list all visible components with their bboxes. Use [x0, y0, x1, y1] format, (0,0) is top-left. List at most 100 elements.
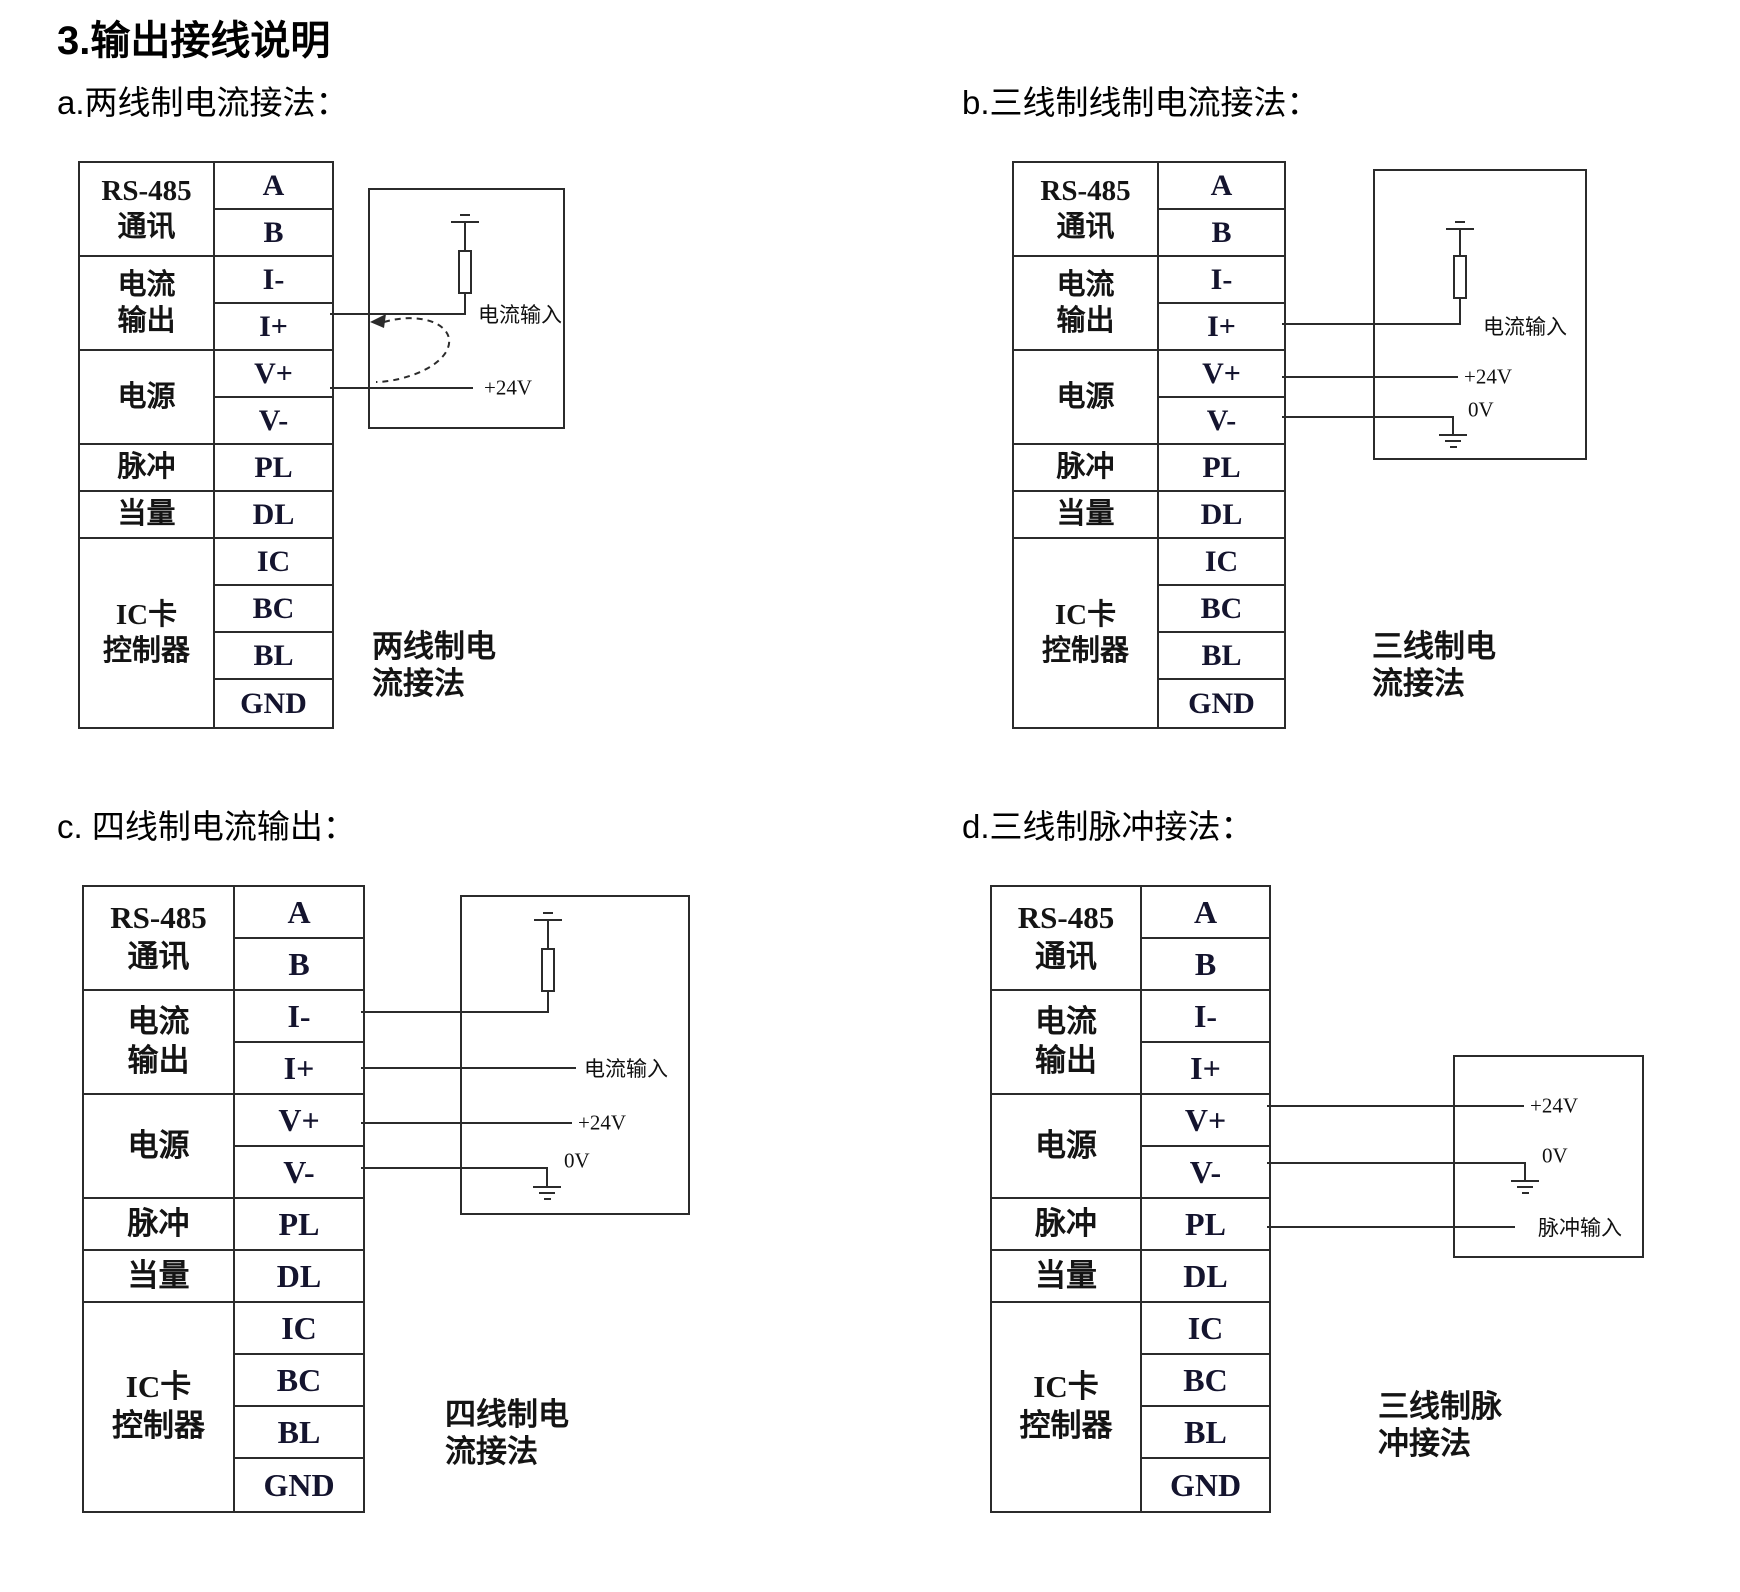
group-cell: IC卡控制器 — [80, 539, 215, 727]
terminal-cell: BC — [1159, 586, 1284, 633]
terminal-cell: PL — [215, 445, 332, 492]
group-label: 输出 — [117, 305, 176, 337]
device-box — [1453, 1055, 1644, 1258]
section-c-heading: c. 四线制电流输出： — [57, 808, 356, 845]
terminal-cell: PL — [235, 1199, 363, 1251]
wire-ground-stem — [1459, 230, 1461, 255]
terminal-cell: V- — [1142, 1147, 1269, 1199]
wire-ground-stem — [464, 223, 466, 250]
wire-resistor-stem — [464, 294, 466, 315]
group-cell: 电源 — [1014, 351, 1159, 445]
group-label: IC卡 — [1033, 1369, 1099, 1405]
wire-resistor-stem — [1459, 299, 1461, 325]
wire-pulse — [1267, 1226, 1515, 1228]
ground-icon — [1511, 1180, 1539, 1194]
wire-v-minus-drop — [1524, 1162, 1526, 1180]
terminal-cell: V- — [215, 398, 332, 445]
ground-icon — [533, 1186, 561, 1200]
group-label: 电流 — [117, 268, 176, 301]
device-box — [1373, 169, 1587, 460]
terminal-cell: A — [215, 163, 332, 210]
terminal-cell: IC — [1142, 1303, 1269, 1355]
group-label: 电流 — [127, 1004, 190, 1040]
group-label: RS-485 — [101, 174, 192, 207]
wire-i-plus — [361, 1067, 576, 1069]
group-label: 通讯 — [127, 939, 190, 974]
group-label: 输出 — [1035, 1043, 1097, 1078]
group-label: 电源 — [117, 380, 176, 413]
group-cell: 脉冲 — [80, 445, 215, 492]
section-a-heading: a.两线制电流接法： — [57, 84, 349, 121]
group-cell: 脉冲 — [84, 1199, 235, 1251]
wire-i-plus — [330, 313, 466, 315]
group-cell: 脉冲 — [992, 1199, 1142, 1251]
terminal-cell: GND — [240, 686, 307, 720]
group-label: 控制器 — [1019, 1408, 1113, 1443]
group-label: 脉冲 — [117, 451, 176, 484]
caption-line: 三线制电 — [1372, 629, 1496, 664]
terminal-cell: IC — [215, 539, 332, 586]
group-label: 控制器 — [102, 635, 190, 667]
group-label: 脉冲 — [1056, 451, 1115, 484]
group-label: 当量 — [127, 1257, 190, 1293]
terminal-cell: PL — [1142, 1199, 1269, 1251]
group-label: RS-485 — [110, 900, 207, 936]
terminal-cell: V+ — [235, 1095, 363, 1147]
terminal-cell: I- — [1159, 257, 1284, 304]
terminal-cell: A — [1159, 163, 1284, 210]
group-label: 当量 — [1056, 498, 1115, 531]
group-label: RS-485 — [1040, 174, 1131, 207]
caption-b: 三线制电 流接法 — [1372, 628, 1496, 702]
group-label: 脉冲 — [1035, 1205, 1097, 1241]
terminal-cell: V- — [1159, 398, 1284, 445]
label-current-input: 电流输入 — [478, 303, 562, 327]
resistor — [541, 948, 555, 992]
caption-d: 三线制脉 冲接法 — [1378, 1388, 1502, 1462]
group-label: 输出 — [1056, 305, 1115, 337]
group-cell: 当量 — [80, 492, 215, 539]
wire-v-minus — [361, 1167, 548, 1169]
group-label: 电流 — [1056, 268, 1115, 301]
caption-line: 冲接法 — [1378, 1426, 1471, 1461]
terminal-cell: V- — [235, 1147, 363, 1199]
group-label: 脉冲 — [127, 1205, 190, 1241]
wire-v-plus — [1267, 1105, 1524, 1107]
group-cell: 电流输出 — [84, 991, 235, 1095]
caption-line: 四线制电 — [445, 1397, 569, 1432]
ground-icon — [451, 214, 479, 223]
ground-icon — [1439, 434, 1467, 448]
terminal-cell: BC — [235, 1355, 363, 1407]
group-label: 电流 — [1035, 1004, 1097, 1040]
terminal-cell: B — [215, 210, 332, 257]
label-plus24: +24V — [1464, 364, 1513, 389]
terminal-cell: DL — [1142, 1251, 1269, 1303]
caption-a: 两线制电 流接法 — [372, 628, 496, 702]
group-label: RS-485 — [1017, 900, 1115, 936]
label-zero-volt: 0V — [1468, 397, 1494, 422]
caption-line: 三线制脉 — [1378, 1389, 1502, 1424]
terminal-cell: I- — [215, 257, 332, 304]
group-label: 通讯 — [1035, 939, 1097, 974]
terminal-cell: BL — [215, 633, 332, 680]
group-label: 控制器 — [1041, 635, 1129, 667]
group-cell: 电源 — [992, 1095, 1142, 1199]
wire-v-minus — [1267, 1162, 1526, 1164]
group-cell: IC卡控制器 — [992, 1303, 1142, 1511]
group-label: IC卡 — [115, 598, 178, 631]
resistor — [1453, 255, 1467, 299]
terminal-cell: I+ — [235, 1043, 363, 1095]
terminal-cell: I- — [1142, 991, 1269, 1043]
terminal-cell: V+ — [1142, 1095, 1269, 1147]
group-cell: 当量 — [1014, 492, 1159, 539]
group-cell: 电源 — [84, 1095, 235, 1199]
wire-i-minus — [361, 1011, 549, 1013]
group-cell: 电流输出 — [80, 257, 215, 351]
terminal-cell: BC — [1142, 1355, 1269, 1407]
caption-line: 流接法 — [445, 1434, 538, 1469]
caption-line: 流接法 — [1372, 666, 1465, 701]
